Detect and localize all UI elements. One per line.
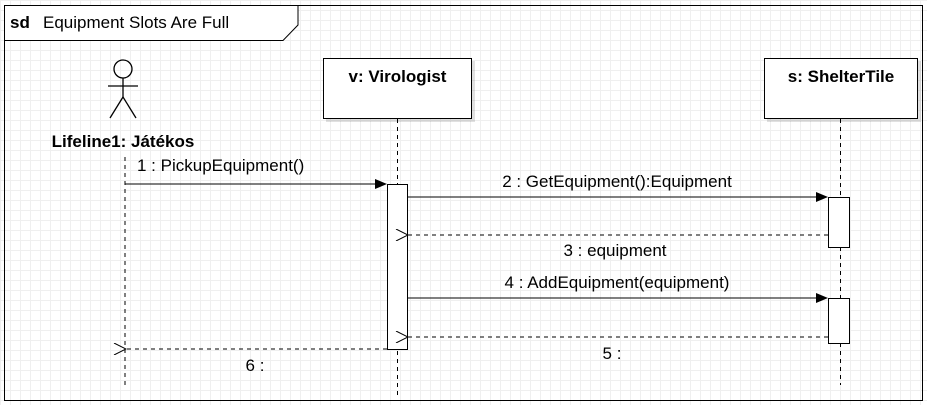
frame-border — [4, 5, 923, 401]
message-4-label: 4 : AddEquipment(equipment) — [505, 273, 730, 292]
activation-virologist — [387, 184, 408, 350]
actor-name: Lifeline1: Játékos — [52, 132, 195, 151]
activation-sheltertile-2 — [828, 298, 850, 344]
frame-title: Equipment Slots Are Full — [43, 13, 229, 32]
message-5-label: 5 : — [603, 344, 622, 363]
frame-keyword: sd — [10, 13, 30, 32]
lifeline-head-virologist — [323, 58, 472, 119]
message-2-label: 2 : GetEquipment():Equipment — [502, 172, 732, 191]
frame-tab — [4, 5, 299, 41]
lifeline-label-sheltertile: s: ShelterTile — [788, 67, 894, 86]
activation-sheltertile-1 — [828, 197, 850, 248]
actor-stick-figure-icon — [108, 59, 138, 119]
message-3-label: 3 : equipment — [563, 241, 666, 260]
message-1-label: 1 : PickupEquipment() — [137, 156, 304, 175]
message-6-label: 6 : — [246, 356, 265, 375]
lifeline-label-virologist: v: Virologist — [349, 67, 447, 86]
lifeline-head-sheltertile — [764, 58, 918, 119]
